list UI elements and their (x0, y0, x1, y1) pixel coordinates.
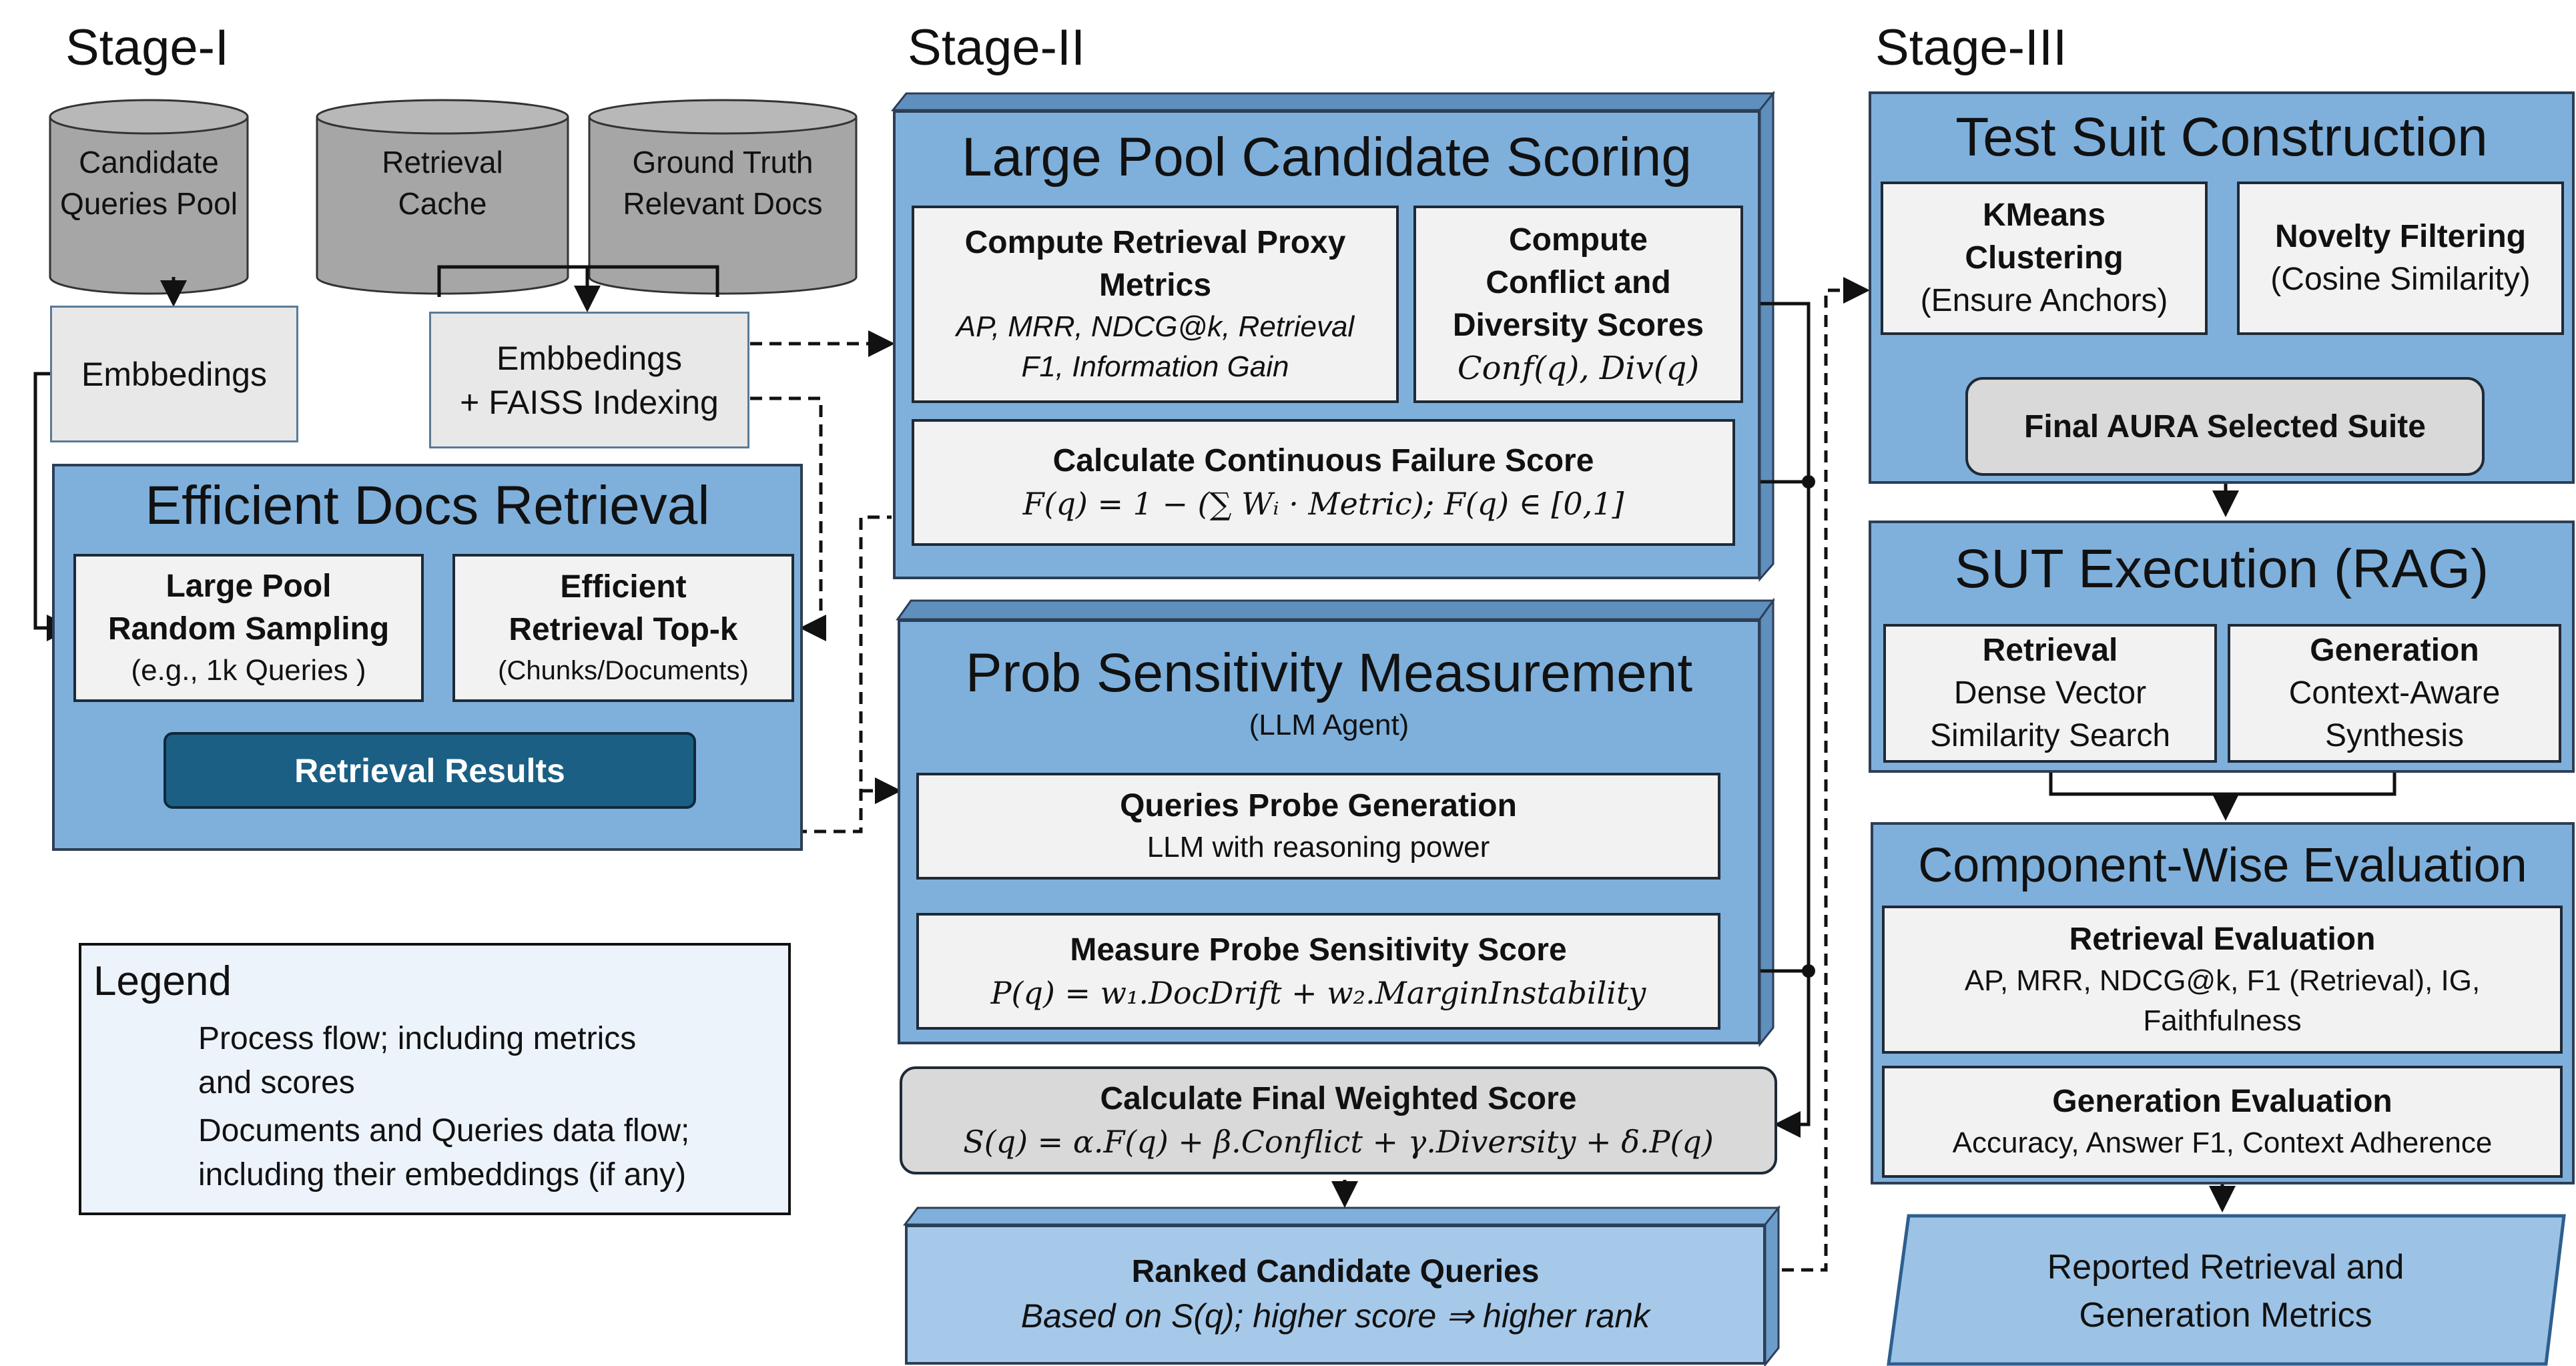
final-aura-suite-box: Final AURA Selected Suite (1965, 377, 2485, 476)
novelty-filtering-box: Novelty Filtering (Cosine Similarity) (2237, 182, 2564, 335)
prob-sensitivity-title: Prob Sensitivity Measurement (965, 643, 1693, 703)
test-suit-construction-title: Test Suit Construction (1955, 107, 2488, 167)
queries-probe-generation-box: Queries Probe Generation LLM with reason… (916, 773, 1720, 880)
reported-metrics-shape (1887, 1214, 2566, 1366)
stage-2-label: Stage-II (908, 19, 1086, 76)
large-pool-scoring-title: Large Pool Candidate Scoring (961, 127, 1692, 188)
cylinder-candidate-queries (49, 99, 249, 295)
generation-sut-box: Generation Context-Aware Synthesis (2228, 624, 2561, 763)
kmeans-clustering-box: KMeans Clustering (Ensure Anchors) (1881, 182, 2208, 335)
legend-dashed-text: Documents and Queries data flow;includin… (198, 1113, 690, 1192)
efficient-docs-retrieval-title: Efficient Docs Retrieval (145, 475, 710, 536)
continuous-failure-score-box: Calculate Continuous Failure Score F(q) … (912, 419, 1735, 546)
retrieval-sut-box: Retrieval Dense Vector Similarity Search (1883, 624, 2217, 763)
retrieval-proxy-metrics-box: Compute Retrieval Proxy Metrics AP, MRR,… (912, 206, 1399, 403)
stage-1-label: Stage-I (65, 19, 230, 76)
scoring-panel-depth (890, 90, 1776, 583)
retrieval-results-box: Retrieval Results (164, 732, 696, 809)
reported-metrics-label: Reported Retrieval and Generation Metric… (2047, 1248, 2404, 1335)
llm-agent-label: (LLM Agent) (1249, 709, 1409, 741)
sut-execution-title: SUT Execution (RAG) (1954, 539, 2489, 599)
component-wise-evaluation-title: Component-Wise Evaluation (1918, 839, 2527, 892)
cylinder-retrieval-cache (316, 99, 569, 295)
efficient-retrieval-topk-box: Efficient Retrieval Top-k (Chunks/Docume… (452, 554, 794, 702)
cylinder-ground-truth (588, 99, 858, 295)
embeddings-faiss-box: Embbedings+ FAISS Indexing (429, 312, 749, 448)
ranked-candidate-queries-box: Ranked Candidate Queries Based on S(q); … (905, 1225, 1766, 1365)
stage-3-label: Stage-III (1875, 19, 2067, 76)
final-weighted-score-box: Calculate Final Weighted Score S(q) = α.… (900, 1066, 1777, 1174)
large-pool-sampling-box: Large Pool Random Sampling (e.g., 1k Que… (73, 554, 424, 702)
embeddings-box: Embbedings (50, 306, 298, 442)
probe-sensitivity-score-box: Measure Probe Sensitivity Score P(q) = w… (916, 913, 1720, 1030)
generation-evaluation-box: Generation Evaluation Accuracy, Answer F… (1882, 1066, 2563, 1178)
legend-title: Legend (93, 958, 232, 1004)
conflict-diversity-box: Compute Conflict and Diversity Scores Co… (1413, 206, 1743, 403)
retrieval-evaluation-box: Retrieval Evaluation AP, MRR, NDCG@k, F1… (1882, 906, 2563, 1054)
